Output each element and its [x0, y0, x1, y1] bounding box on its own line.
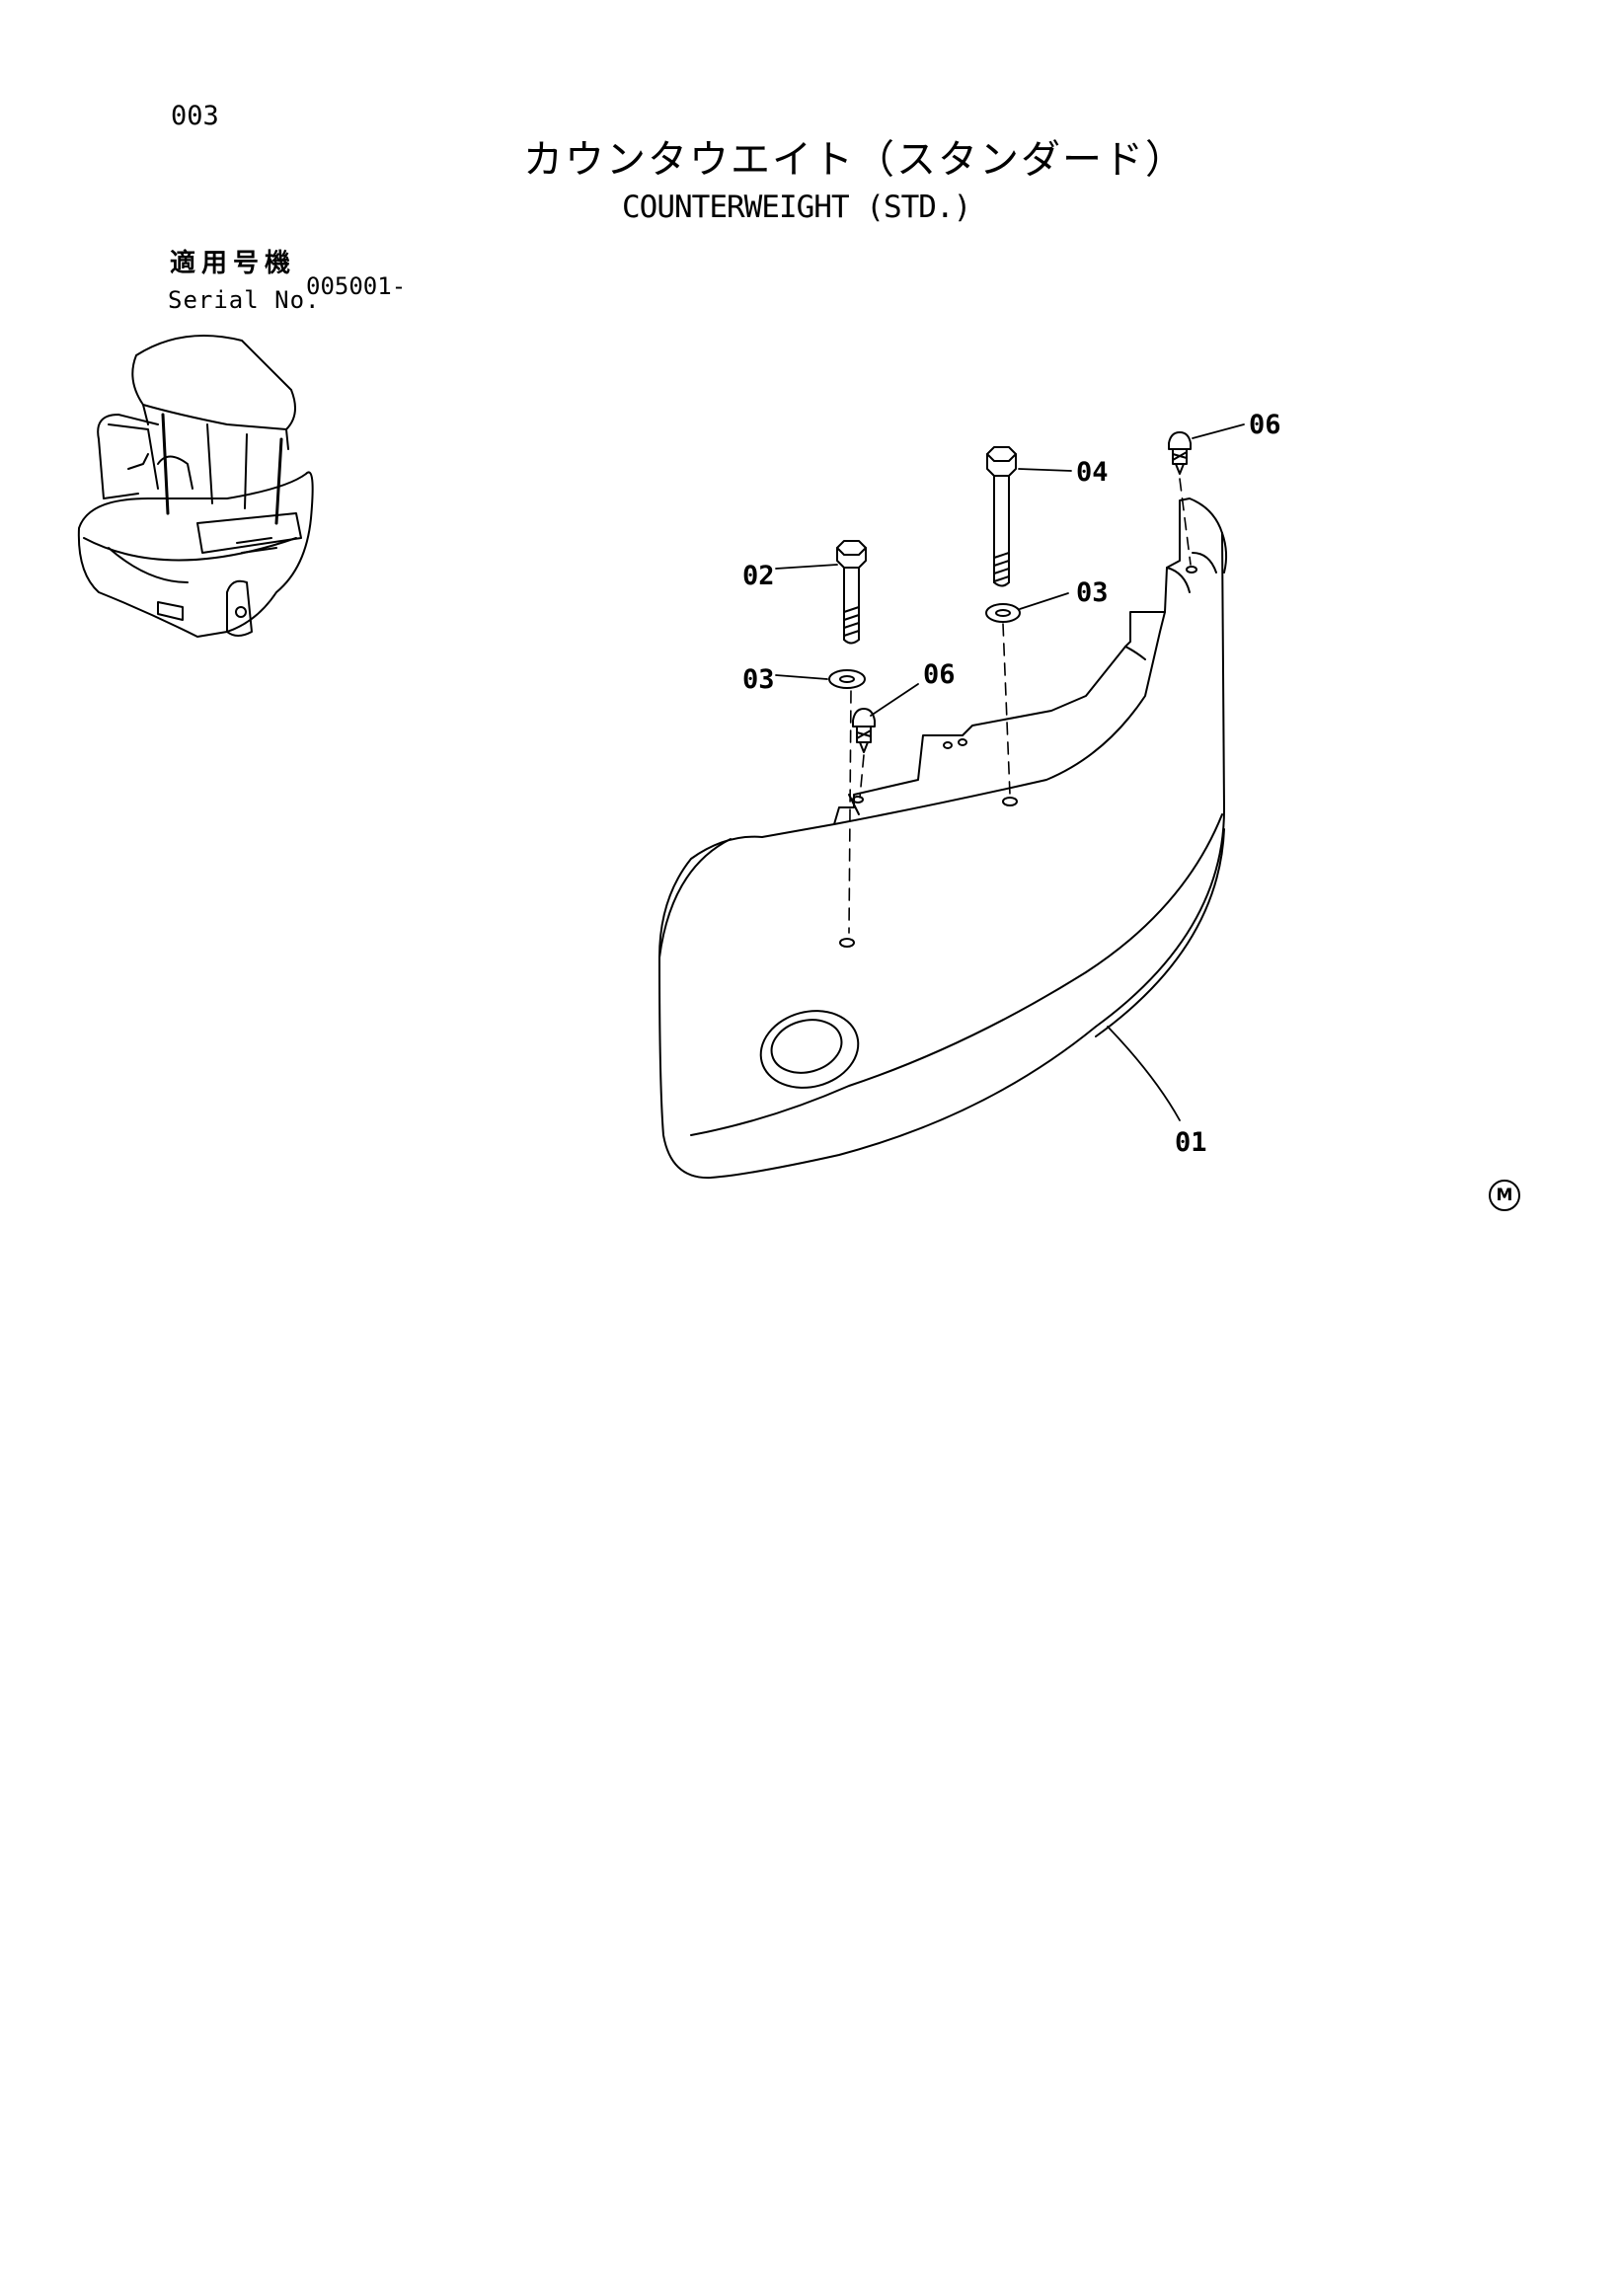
serial-label-english: Serial No.: [168, 286, 321, 314]
machine-thumbnail: [77, 335, 314, 638]
page-number: 003: [171, 101, 219, 131]
washer-03-right: [985, 603, 1021, 623]
title-english: COUNTERWEIGHT (STD.): [622, 190, 971, 225]
callout-06-right: 06: [1249, 410, 1281, 440]
serial-label-japanese: 適用号機: [170, 249, 297, 278]
title-japanese: カウンタウエイト（スタンダード）: [523, 137, 1187, 183]
callout-03-right: 03: [1076, 577, 1109, 608]
callout-04: 04: [1076, 457, 1109, 488]
assembly-center-lines: [848, 478, 1192, 934]
callout-01: 01: [1175, 1127, 1207, 1158]
bolt-02: [836, 540, 867, 645]
callout-02: 02: [742, 561, 775, 591]
plug-06-left: [852, 708, 876, 753]
callout-06-left: 06: [923, 659, 956, 690]
counterweight-body: [658, 497, 1228, 1180]
bolt-04: [986, 446, 1017, 587]
plug-06-right: [1168, 431, 1192, 475]
serial-number-value: 005001-: [306, 272, 407, 300]
washer-03-left: [828, 669, 866, 689]
circled-m-mark: M: [1489, 1180, 1520, 1211]
callout-03-left: 03: [742, 664, 775, 695]
leader-lines: [775, 423, 1245, 1121]
